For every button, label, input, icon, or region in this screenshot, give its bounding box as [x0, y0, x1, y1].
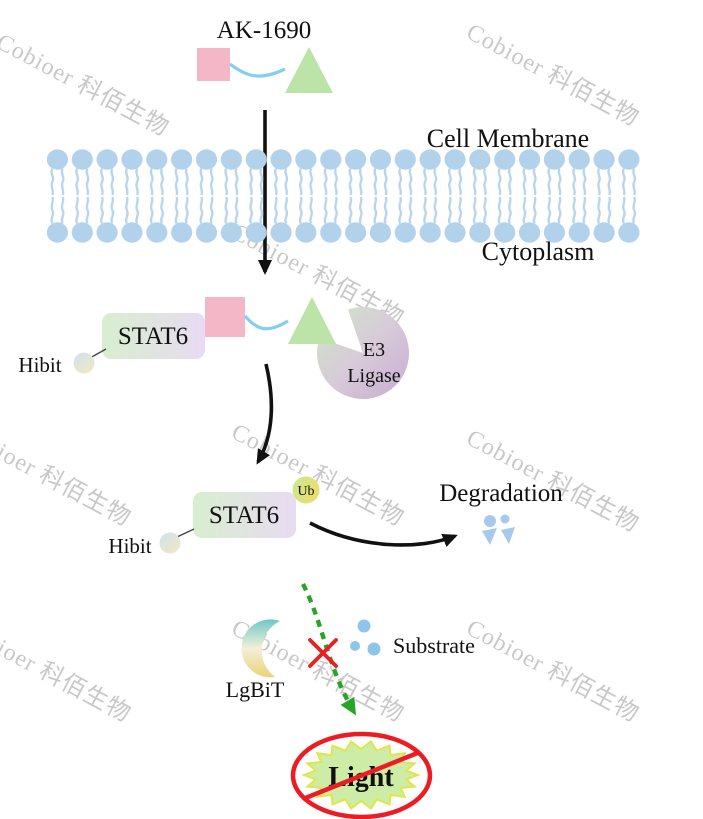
ligand-pink-square: [197, 48, 230, 81]
ligand-pink-square: [205, 297, 245, 337]
lgbit-icon: [241, 619, 280, 678]
ub-tag: [292, 476, 320, 504]
degradation-arrow: [309, 521, 458, 547]
hibit-label: Hibit: [18, 353, 61, 377]
hibit-connector: [89, 348, 107, 359]
linker-curve: [229, 62, 286, 78]
blocked-x-icon: [308, 638, 338, 668]
e3-ligase-body: [316, 306, 409, 399]
no-sign-ellipse: [290, 731, 433, 819]
blocked-signal-arrow: [301, 583, 357, 716]
e3-binder-triangle: [288, 297, 336, 344]
degraded-fragments-icon: [482, 514, 515, 545]
cytoplasm-label: Cytoplasm: [482, 237, 595, 266]
stat6-box: [102, 313, 205, 359]
hibit-label: Hibit: [108, 534, 151, 558]
degradation-label: Degradation: [439, 480, 563, 507]
linker-curve: [243, 314, 289, 331]
stat6-label: STAT6: [118, 323, 188, 350]
hibit-connector: [176, 528, 195, 538]
e3-label-line1: E3: [363, 339, 385, 361]
substrate-dots-icon: [350, 619, 381, 656]
compound-label: AK-1690: [217, 17, 311, 44]
membrane-bottom-leaflet: [45, 196, 641, 243]
hibit-tag: [159, 532, 181, 554]
hibit-tag: [73, 352, 95, 374]
membrane-top-leaflet: [45, 149, 641, 196]
e3-label-line2: Ligase: [347, 365, 400, 387]
ub-label: Ub: [297, 484, 314, 499]
stat6-box: [193, 492, 296, 538]
cell-membrane-label: Cell Membrane: [427, 124, 589, 153]
lgbit-label: LgBiT: [226, 677, 285, 702]
ubiquitination-arrow: [256, 363, 274, 465]
stat6-label: STAT6: [209, 502, 279, 529]
substrate-label: Substrate: [393, 633, 475, 658]
no-sign-slash: [302, 749, 421, 802]
e3-binder-triangle: [285, 47, 333, 93]
